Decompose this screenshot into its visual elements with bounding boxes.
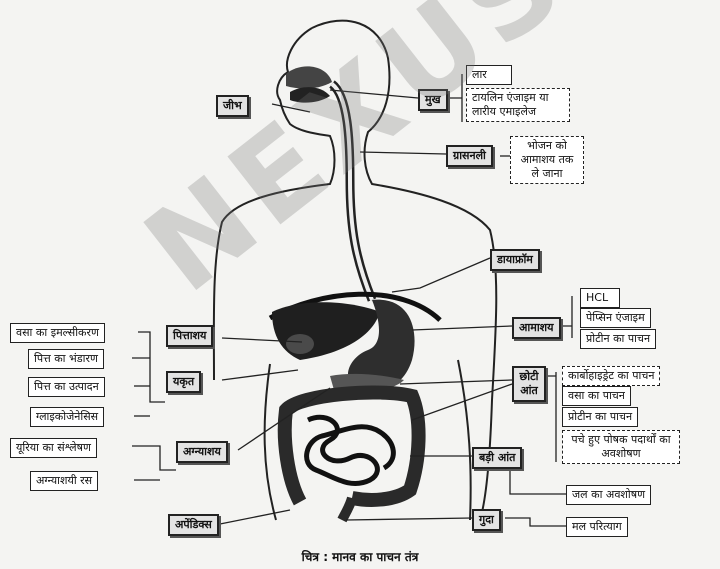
organ-shapes (268, 66, 442, 523)
function-water-absorption: जल का अवशोषण (566, 485, 652, 505)
liver-shape (272, 302, 380, 360)
stomach-shape (347, 299, 415, 392)
function-nutrient-absorption: पचे हुए पोषक पदार्थों का अवशोषण (562, 430, 680, 464)
function-egestion: मल परित्याग (566, 517, 628, 537)
function-protein-digestion: प्रोटीन का पाचन (562, 407, 639, 427)
label-pancreas: अग्न्याशय (176, 441, 228, 463)
large-intestine-shape (277, 385, 426, 507)
function-bile-production: पित्त का उत्पादन (28, 377, 105, 397)
esophagus-lumen (330, 82, 374, 301)
label-appendix: अपेंडिक्स (168, 514, 219, 536)
function-bile-storage: पित्त का भंडारण (28, 349, 104, 369)
function-ptyalin: टायलिन एंजाइम या लारीय एमाइलेज (466, 88, 570, 122)
label-anus: गुदा (472, 509, 501, 531)
function-hcl: HCL (580, 288, 620, 308)
function-food-transport: भोजन को आमाशय तक ले जाना (510, 136, 584, 184)
function-carbohydrate-digestion: कार्बोहाइड्रेट का पाचन (562, 366, 661, 386)
label-small-intestine: छोटी आंत (512, 366, 546, 402)
function-glycogenesis: ग्लाइकोजेनेसिस (30, 407, 105, 427)
mouth-cavity (286, 66, 332, 89)
rectum-shape (337, 496, 357, 523)
label-gallbladder: पित्ताशय (166, 325, 214, 347)
label-esophagus: ग्रासनली (446, 145, 493, 167)
function-stomach-protein: प्रोटीन का पाचन (580, 329, 657, 349)
body-outline (212, 19, 498, 521)
tongue-shape (290, 87, 330, 103)
function-pepsin: पेप्सिन एंजाइम (580, 308, 651, 328)
leader-lines (132, 74, 573, 527)
label-diaphragm: डायाफ्रॉम (490, 249, 540, 271)
function-saliva: लार (466, 65, 512, 85)
function-pancreatic-juice: अग्न्याशयी रस (30, 471, 99, 491)
label-liver: यकृत (166, 371, 202, 393)
label-large-intestine: बड़ी आंत (472, 447, 523, 469)
function-urea-synthesis: यूरिया का संश्लेषण (10, 438, 97, 458)
label-tongue: जीभ (216, 95, 249, 117)
function-fat-emulsification: वसा का इमल्सीकरण (10, 323, 105, 343)
small-intestine-coils (304, 414, 396, 486)
label-stomach: आमाशय (512, 317, 561, 339)
label-mouth: मुख (418, 89, 448, 111)
figure-caption: चित्र : मानव का पाचन तंत्र (301, 550, 419, 564)
gallbladder-shape (286, 334, 314, 354)
function-fat-digestion: वसा का पाचन (562, 386, 631, 406)
